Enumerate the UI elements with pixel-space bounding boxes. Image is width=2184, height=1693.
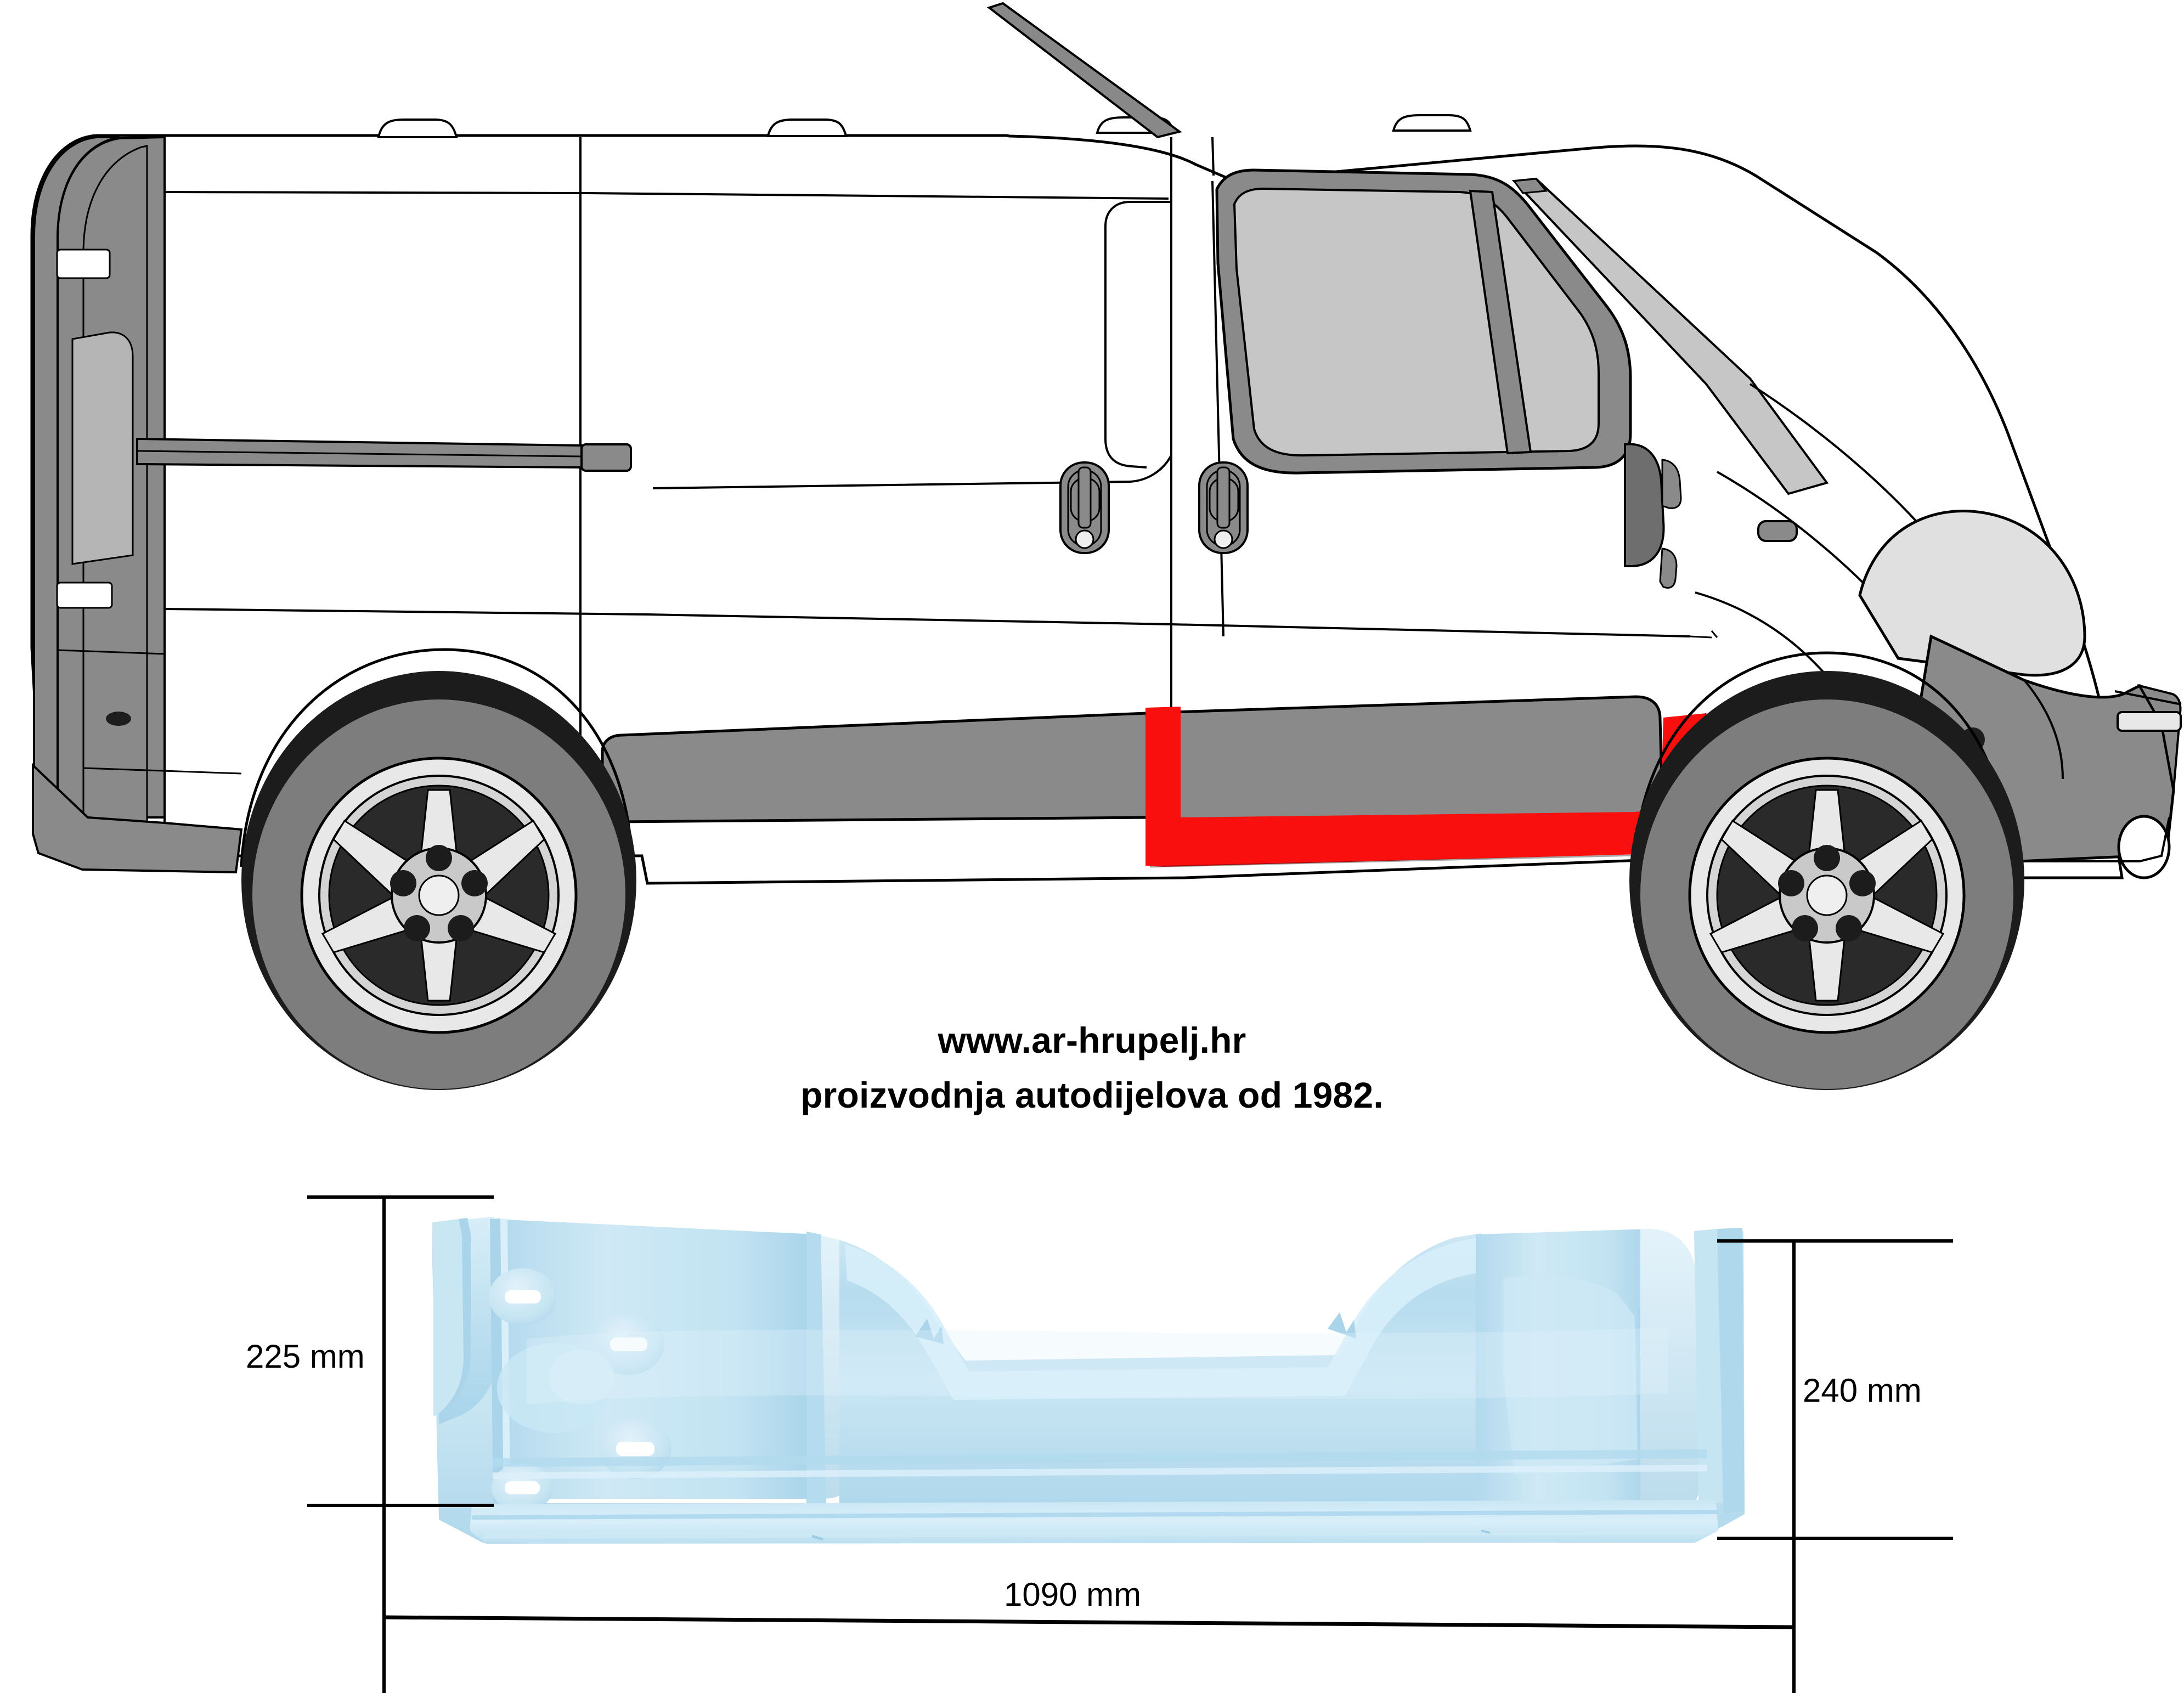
rear-quarter-glass [71,331,134,565]
window-divider-pillar [1469,189,1532,455]
website-caption-line1: www.ar-hrupelj.hr [938,1020,1246,1060]
side-mirror [1624,443,1682,589]
body-side-molding [136,437,632,472]
rear-sensor [106,712,131,726]
radio-antenna [986,2,1182,139]
company-caption-line2: proizvodnja autodijelova od 1982. [800,1075,1384,1115]
dimension-label-left-height: 225 mm [246,1338,365,1375]
wheel-arches [240,648,2010,867]
sliding-door-handle [1059,461,1110,554]
front-wheel [1629,671,2024,1090]
mirror-arm [1659,548,1678,589]
dimension-label-length: 1090 mm [1004,1576,1142,1613]
molding-end-cap [580,443,632,472]
rear-lamp-lower [56,582,113,609]
dim-bottom-line [383,1615,1794,1629]
rear-lamp-upper [56,249,111,279]
side-repeater-lamp [1757,520,1798,542]
mirror-indicator [1661,459,1682,509]
front-indicator-lamp [2117,711,2182,732]
cab-window-group [1215,168,1829,495]
rear-door-panel [32,136,243,874]
sill-repair-panel-part [432,1217,1745,1544]
dimension-lines [307,1195,1953,1693]
headlight [1858,510,2086,677]
front-door-handle [1198,461,1249,554]
rear-wheel [241,671,636,1090]
rear-bumper [32,763,243,874]
dimension-label-right-height: 240 mm [1803,1372,1922,1409]
